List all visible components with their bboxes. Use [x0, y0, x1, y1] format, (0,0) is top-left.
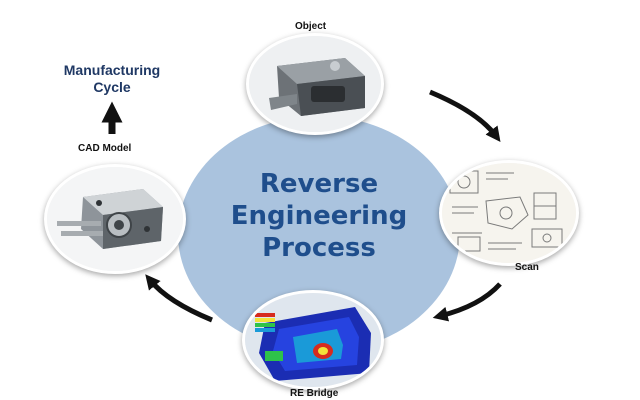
re-bridge-label: RE Bridge: [290, 388, 339, 399]
manufacturing-cycle-line-1: Manufacturing: [63, 62, 161, 78]
center-title: Reverse Engineering Process: [178, 168, 460, 264]
arrow-object-to-scan: [429, 89, 501, 142]
cad-model-label: CAD Model: [78, 143, 132, 154]
arrow-scan-to-re-bridge: [432, 282, 502, 322]
scan-label: Scan: [515, 262, 539, 273]
manufacturing-cycle-label: Manufacturing Cycle: [42, 62, 182, 96]
cad-model-image: [47, 167, 183, 271]
re-bridge-image: [245, 293, 381, 387]
scan-image: [442, 163, 576, 263]
manufacturing-cycle-line-2: Cycle: [93, 79, 131, 95]
object-label: Object: [295, 21, 327, 32]
object-image: [249, 36, 381, 132]
center-title-line-1: Reverse: [259, 169, 379, 199]
center-title-line-3: Process: [262, 233, 376, 263]
center-title-line-2: Engineering: [230, 201, 408, 231]
